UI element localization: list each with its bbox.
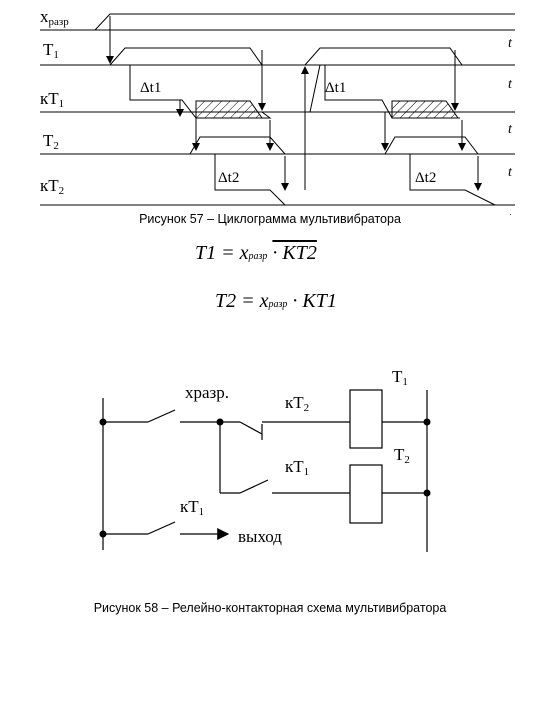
contact-kt1-top: [239, 479, 269, 494]
causal-arrows: [106, 16, 482, 191]
label-coil-t2: T2: [394, 445, 410, 466]
svg-text:t: t: [508, 77, 513, 92]
figure-58-caption: Рисунок 58 – Релейно-контакторная схема …: [93, 601, 447, 615]
relay-circuit-figure: xразр. кT2 кT1 кT1 T1 T2 выход: [99, 367, 431, 552]
waveform-kt2b: [409, 154, 496, 206]
coil-t2: [349, 464, 383, 524]
junction-dots: [99, 418, 431, 538]
svg-text:t: t: [508, 165, 513, 180]
signal-label-kt2: кT2: [40, 176, 64, 197]
delta-t2-label: Δt2: [218, 170, 239, 186]
signal-label-t2: T2: [43, 131, 59, 152]
hatch-region-1: [195, 100, 263, 119]
delta-t2-label-2: Δt2: [415, 170, 436, 186]
hatch-region-2: [391, 100, 459, 119]
contact-kt1-bottom: [147, 521, 176, 535]
signal-label-x: xразр: [40, 7, 69, 28]
signal-label-t1: T1: [43, 40, 59, 61]
contact-kt2: [239, 421, 263, 435]
label-x-razr: xразр.: [185, 383, 229, 402]
formula-t1: T1 = xразр · KT2: [195, 242, 317, 264]
signal-label-kt1: кT1: [40, 89, 64, 110]
delta-t1-label: Δt1: [140, 80, 161, 96]
svg-text:t: t: [508, 122, 513, 137]
label-kt1-bottom: кT1: [180, 497, 204, 518]
coil-t1: [349, 389, 383, 449]
waveform-t1: [109, 47, 463, 66]
waveform-t2b: [384, 136, 479, 155]
label-kt2: кT2: [285, 393, 309, 414]
cyclogram-figure: xразр T1 кT1 T2 кT2 t t t t t: [40, 7, 515, 215]
waveform-kt2: [214, 154, 300, 206]
figure-57-caption: Рисунок 57 – Циклограмма мультивибратора: [139, 212, 401, 226]
label-coil-t1: T1: [392, 367, 408, 388]
label-kt1-top: кT1: [285, 457, 309, 478]
waveform-x: [94, 13, 515, 31]
waveform-t2: [189, 136, 300, 155]
delta-t1-label-2: Δt1: [325, 80, 346, 96]
formula-t2: T2 = xразр · KT1: [215, 290, 337, 312]
time-axis-labels: t t t t t: [508, 36, 513, 215]
label-output: выход: [238, 527, 282, 546]
svg-text:t: t: [508, 36, 513, 51]
svg-text:t: t: [508, 211, 513, 215]
switch-x-razr: [147, 409, 176, 423]
